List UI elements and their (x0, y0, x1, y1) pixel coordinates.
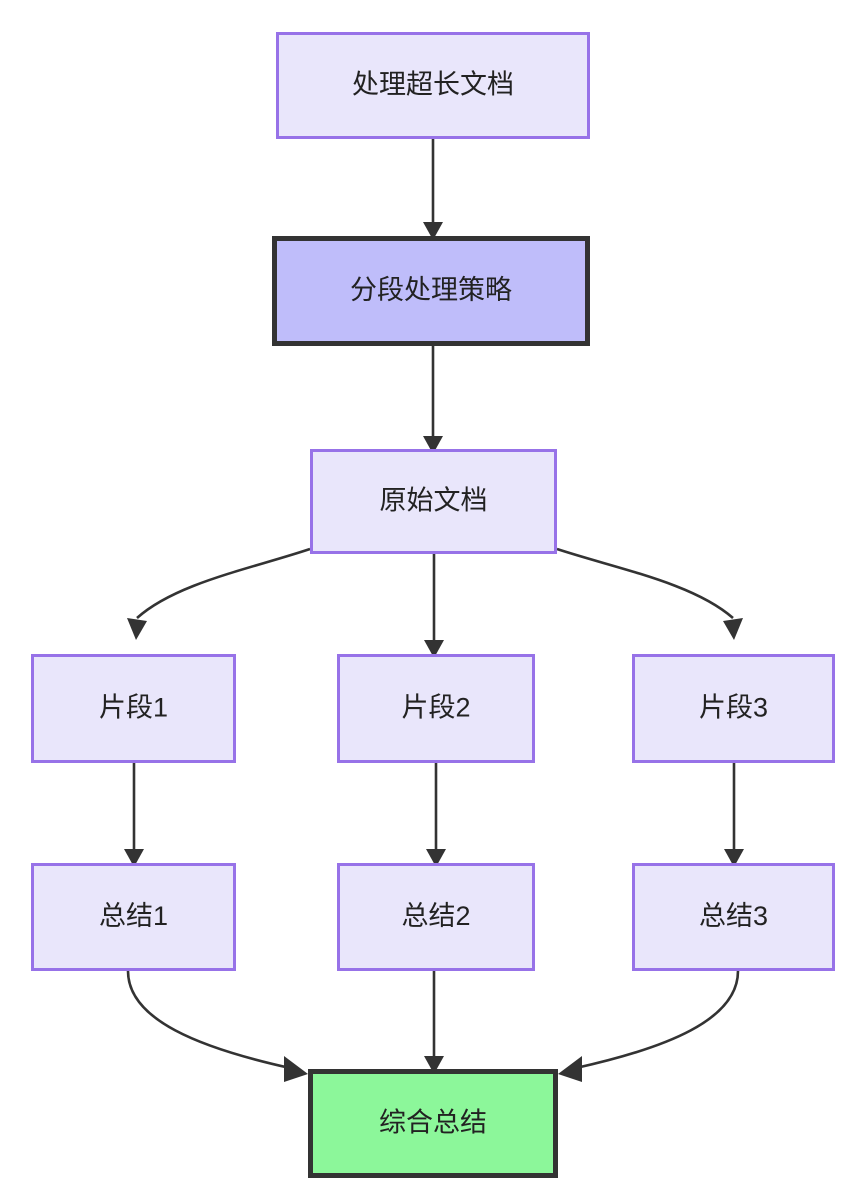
node-label-n7: 总结1 (99, 901, 168, 931)
arrowhead-e5 (723, 618, 743, 640)
node-n4[interactable]: 片段1 (31, 654, 236, 763)
node-label-n10: 综合总结 (379, 1108, 487, 1138)
node-label-n2: 分段处理策略 (350, 275, 512, 305)
node-label-n6: 片段3 (699, 693, 768, 723)
arrowhead-e4 (424, 640, 444, 658)
node-box-n2[interactable] (272, 236, 590, 346)
node-label-n9: 总结3 (699, 901, 768, 931)
edge-n7-to-n10 (126, 970, 291, 1070)
edge-n3-to-n6 (556, 547, 734, 619)
edge-n3-to-n4 (136, 547, 311, 619)
node-label-n8: 总结2 (401, 901, 470, 931)
node-label-n1: 处理超长文档 (352, 70, 514, 100)
node-n3[interactable]: 原始文档 (310, 449, 557, 554)
arrowhead-e9 (284, 1056, 308, 1082)
node-n2[interactable]: 分段处理策略 (272, 236, 590, 346)
node-label-n5: 片段2 (401, 693, 470, 723)
node-label-n3: 原始文档 (380, 486, 488, 516)
node-box-n8[interactable] (337, 863, 535, 971)
arrowhead-e3 (127, 618, 147, 640)
arrowhead-e11 (558, 1056, 582, 1082)
node-n9[interactable]: 总结3 (632, 863, 835, 971)
node-box-n9[interactable] (632, 863, 835, 971)
node-box-n10[interactable] (308, 1069, 558, 1178)
arrowhead-e10 (424, 1056, 444, 1074)
edge-n9-to-n10 (575, 970, 740, 1070)
node-n6[interactable]: 片段3 (632, 654, 835, 763)
arrowhead-e7 (426, 849, 446, 867)
node-box-n5[interactable] (337, 654, 535, 763)
node-box-n7[interactable] (31, 863, 236, 971)
node-box-n1[interactable] (276, 32, 590, 139)
node-n10[interactable]: 综合总结 (308, 1069, 558, 1178)
arrowhead-e1 (423, 222, 443, 240)
node-n5[interactable]: 片段2 (337, 654, 535, 763)
arrowhead-e2 (423, 436, 443, 454)
node-n1[interactable]: 处理超长文档 (276, 32, 590, 139)
arrowhead-e6 (124, 849, 144, 867)
node-box-n3[interactable] (310, 449, 557, 554)
edge-layer (126, 139, 740, 1070)
arrowhead-layer (124, 222, 744, 1082)
node-box-n4[interactable] (31, 654, 236, 763)
node-n7[interactable]: 总结1 (31, 863, 236, 971)
node-n8[interactable]: 总结2 (337, 863, 535, 971)
node-label-n4: 片段1 (99, 693, 168, 723)
node-box-n6[interactable] (632, 654, 835, 763)
arrowhead-e8 (724, 849, 744, 867)
